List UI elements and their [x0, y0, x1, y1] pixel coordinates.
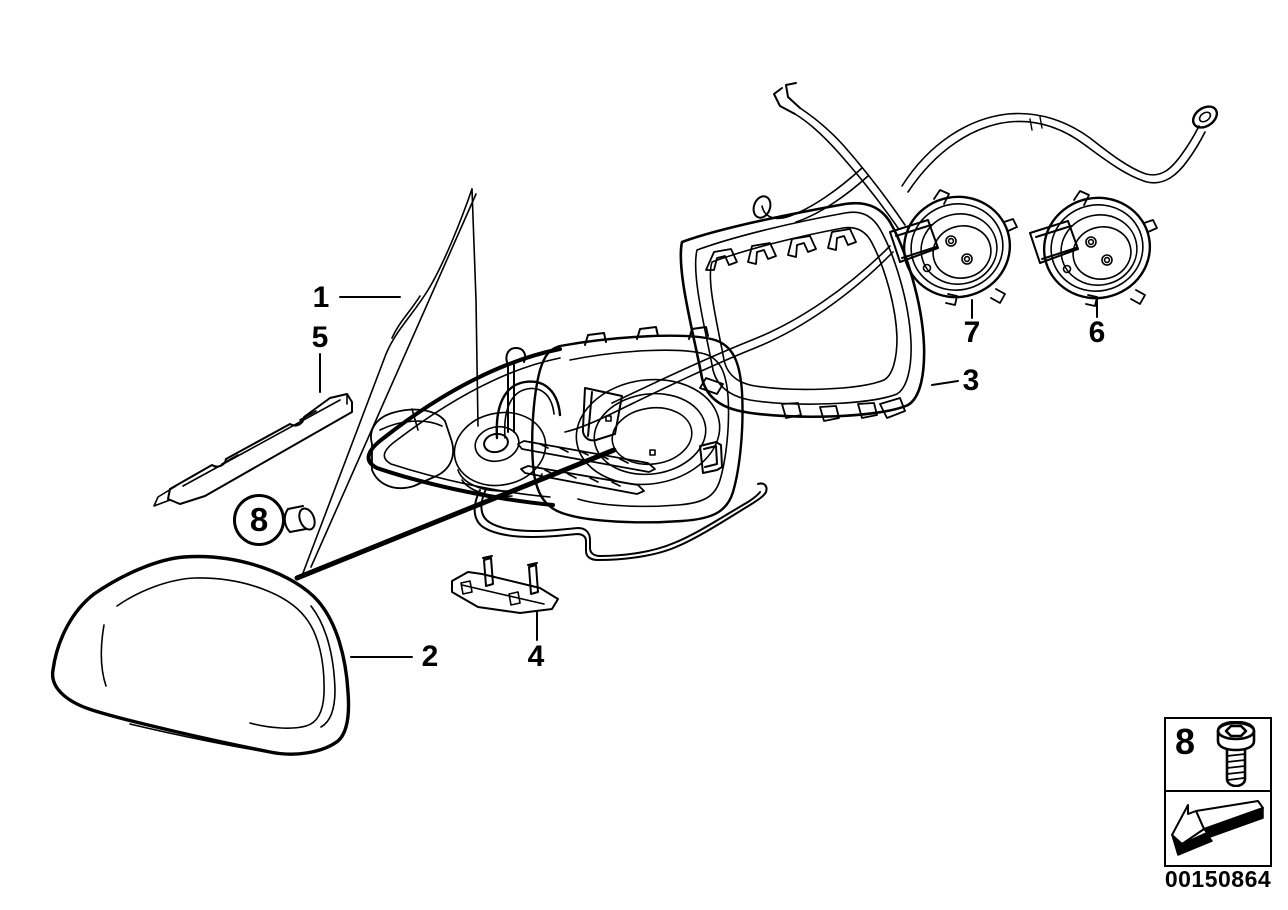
callout-mirror-glass[interactable]: 1 [312, 281, 330, 314]
callout-actuator-right[interactable]: 6 [1088, 316, 1106, 349]
actuator-drawing [890, 187, 1019, 307]
callout-housing-frame[interactable]: 3 [962, 364, 980, 397]
lower-cover-drawing [452, 556, 558, 613]
legend-box: 8 [1164, 717, 1272, 867]
callout-actuator-left[interactable]: 7 [963, 316, 981, 349]
callout-lower-cover[interactable]: 4 [527, 640, 545, 673]
callout-mirror-cap[interactable]: 2 [421, 640, 439, 673]
gasket-seal-drawing [475, 483, 767, 560]
callout-clamp-strip[interactable]: 5 [311, 321, 329, 354]
install-direction-arrow-icon [1170, 799, 1267, 861]
wiring-harness-drawing [565, 83, 1221, 432]
socket-head-screw-icon [1210, 721, 1262, 787]
legend-screw-cell: 8 [1166, 719, 1270, 792]
legend-arrow-cell [1166, 792, 1270, 865]
legend-ref-number: 8 [1175, 721, 1196, 762]
actuator-right-drawing [1028, 186, 1161, 310]
leader-lines [320, 297, 1097, 657]
mirror-cap-drawing [53, 557, 349, 755]
diagram-number: 00150864 [1164, 866, 1272, 892]
mirror-glass-drawing [297, 189, 614, 578]
clamp-strip-drawing [154, 394, 352, 506]
housing-frame-drawing [681, 203, 924, 421]
pivot-screw-drawing [285, 506, 318, 532]
mirror-carrier-drawing [369, 327, 743, 522]
callout-screw-circled[interactable]: 8 [233, 494, 285, 546]
